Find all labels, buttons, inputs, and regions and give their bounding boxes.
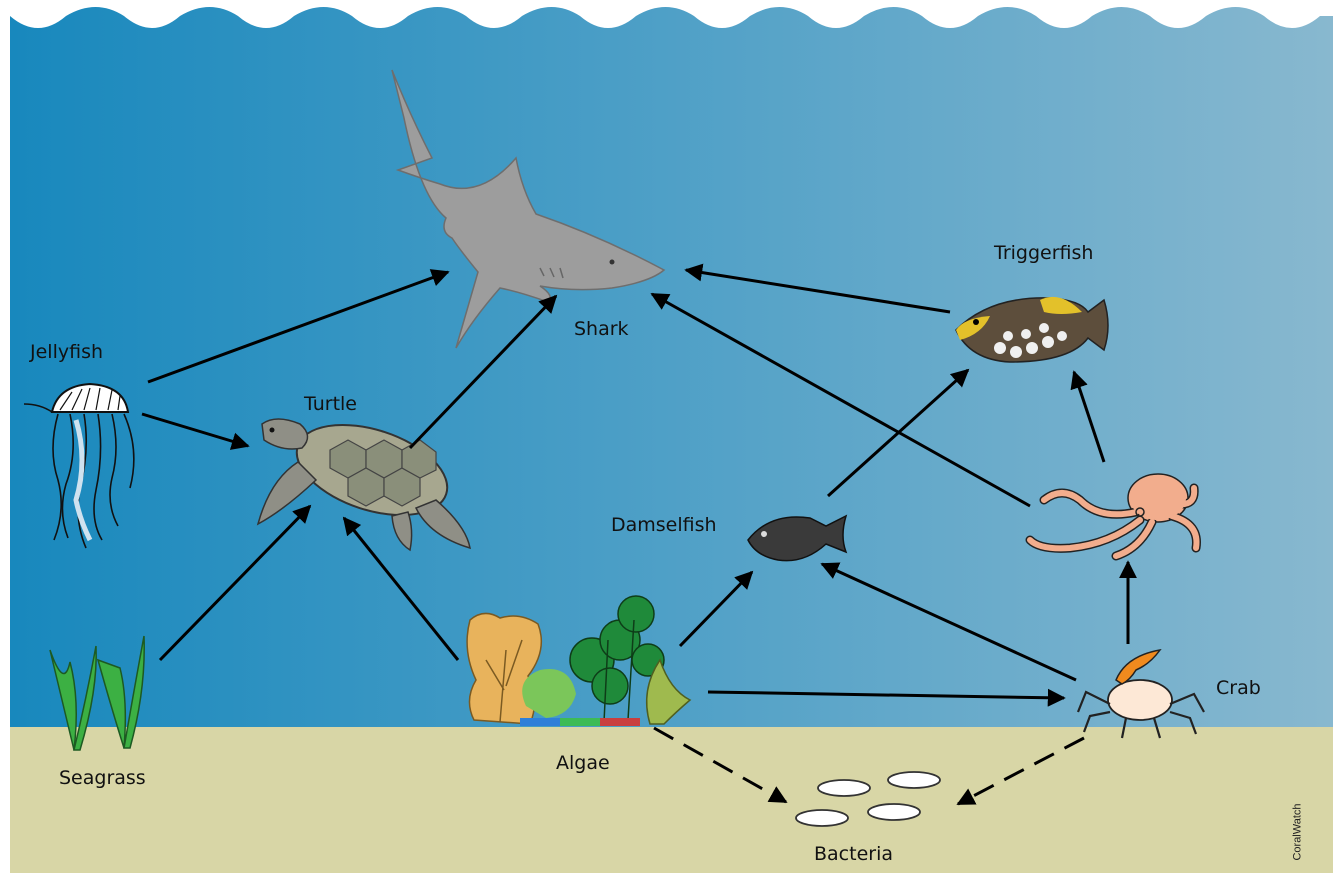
ocean-water	[10, 7, 1333, 729]
credit-text-container: CoralWatch	[1297, 800, 1317, 870]
turtle-label: Turtle	[304, 393, 357, 415]
sea-floor	[10, 727, 1333, 873]
credit-text: CoralWatch	[1292, 803, 1304, 860]
crab-label: Crab	[1216, 677, 1261, 699]
triggerfish-label: Triggerfish	[994, 242, 1093, 264]
seagrass-label: Seagrass	[59, 767, 146, 789]
damselfish-label: Damselfish	[611, 514, 717, 536]
shark-label: Shark	[574, 318, 629, 340]
bacteria-label: Bacteria	[814, 843, 893, 865]
jellyfish-label: Jellyfish	[30, 341, 103, 363]
algae-label: Algae	[556, 752, 610, 774]
